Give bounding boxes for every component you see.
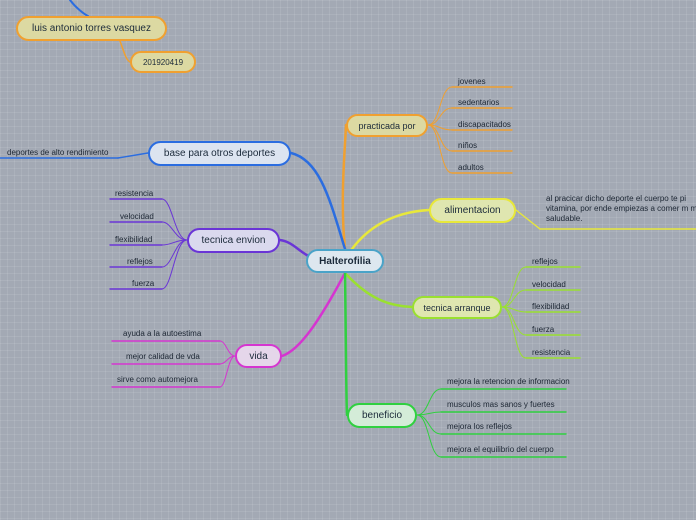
branch-vida-label: vida <box>249 350 268 362</box>
leaf-practicada-discapacitados[interactable]: discapacitados <box>458 120 511 129</box>
central-topic[interactable]: Halterofilia <box>306 249 384 273</box>
practicada-connector <box>427 107 453 126</box>
leaf-envion-resistencia[interactable]: resistencia <box>115 189 154 198</box>
central-topic-label: Halterofilia <box>319 255 371 267</box>
envion-connector <box>161 198 188 241</box>
author-top-link <box>69 0 89 17</box>
trunk-vida <box>280 271 347 358</box>
branch-tecnica-envion[interactable]: tecnica envion <box>187 228 280 253</box>
envion-connector <box>161 239 188 290</box>
leaf-practicada-jovenes[interactable]: jovenes <box>458 77 486 86</box>
leaf-arranque-resistencia[interactable]: resistencia <box>532 348 571 357</box>
leaf-base-alto-rendimiento[interactable]: deportes de alto rendimiento <box>7 148 109 157</box>
leaf-arranque-reflejos[interactable]: reflejos <box>532 257 558 266</box>
leaf-vida-calidad[interactable]: mejor calidad de vda <box>126 352 200 361</box>
branch-alimentacion-label: alimentacion <box>444 205 501 216</box>
leaf-beneficio-musculos[interactable]: musculos mas sanos y fuertes <box>447 400 555 409</box>
vida-connector <box>219 355 236 388</box>
beneficio-connector <box>416 388 442 416</box>
leaf-arranque-fuerza[interactable]: fuerza <box>532 325 555 334</box>
leaf-beneficio-retencion[interactable]: mejora la retencion de informacion <box>447 377 570 386</box>
leaf-practicada-adultos[interactable]: adultos <box>458 163 484 172</box>
branch-base-deportes[interactable]: base para otros deportes <box>148 141 291 166</box>
envion-connector <box>161 221 188 241</box>
branch-tecnica-arranque[interactable]: tecnica arranque <box>412 296 502 319</box>
leaf-alimentacion-text[interactable]: al pracicar dicho deporte el cuerpo te p… <box>546 194 696 223</box>
branch-practicada-por[interactable]: practicada por <box>346 114 428 137</box>
leaf-envion-velocidad[interactable]: velocidad <box>120 212 154 221</box>
leaf-vida-autoestima[interactable]: ayuda a la autoestima <box>123 329 202 338</box>
branch-beneficio-label: beneficio <box>361 410 403 421</box>
leaf-envion-flexibilidad[interactable]: flexibilidad <box>115 235 153 244</box>
arranque-connector <box>501 306 527 359</box>
branch-tecnica-envion-label: tecnica envion <box>201 235 266 246</box>
leaf-arranque-flexibilidad[interactable]: flexibilidad <box>532 302 570 311</box>
leaf-arranque-velocidad[interactable]: velocidad <box>532 280 566 289</box>
leaf-beneficio-reflejos[interactable]: mejora los reflejos <box>447 422 512 431</box>
arranque-connector <box>501 266 527 308</box>
author-code-node[interactable]: 201920419 <box>130 51 196 73</box>
leaf-envion-fuerza[interactable]: fuerza <box>132 279 155 288</box>
arranque-connector <box>501 289 527 308</box>
base-connector <box>117 152 149 159</box>
leaf-envion-reflejos[interactable]: reflejos <box>127 257 153 266</box>
branch-tecnica-arranque-label: tecnica arranque <box>423 302 491 313</box>
branch-alimentacion[interactable]: alimentacion <box>429 198 516 223</box>
trunk-alimentacion <box>350 208 431 251</box>
beneficio-connector <box>416 414 442 458</box>
author-name-label: luis antonio torres vasquez <box>32 23 151 34</box>
vida-connector <box>219 340 236 357</box>
alimentacion-connector <box>515 209 541 230</box>
author-code-label: 201920419 <box>142 57 184 67</box>
trunk-base <box>289 151 347 251</box>
trunk-beneficio <box>343 271 349 417</box>
author-code-link <box>119 40 131 63</box>
author-name-node[interactable]: luis antonio torres vasquez <box>16 16 167 41</box>
practicada-connector <box>427 124 453 174</box>
leaf-vida-automejora[interactable]: sirve como automejora <box>117 375 198 384</box>
branch-practicada-por-label: practicada por <box>358 120 416 131</box>
trunk-arranque <box>343 271 414 309</box>
branch-base-deportes-label: base para otros deportes <box>163 148 276 159</box>
trunk-practicada <box>341 123 348 251</box>
leaf-practicada-sedentarios[interactable]: sedentarios <box>458 98 500 107</box>
beneficio-connector <box>416 414 442 435</box>
branch-vida[interactable]: vida <box>235 344 282 368</box>
leaf-practicada-ninos[interactable]: niños <box>458 141 478 150</box>
beneficio-connector <box>416 411 442 416</box>
practicada-connector <box>427 86 453 126</box>
branch-beneficio[interactable]: beneficio <box>347 403 417 428</box>
leaf-beneficio-equilibrio[interactable]: mejora el equilibrio del cuerpo <box>447 445 554 454</box>
